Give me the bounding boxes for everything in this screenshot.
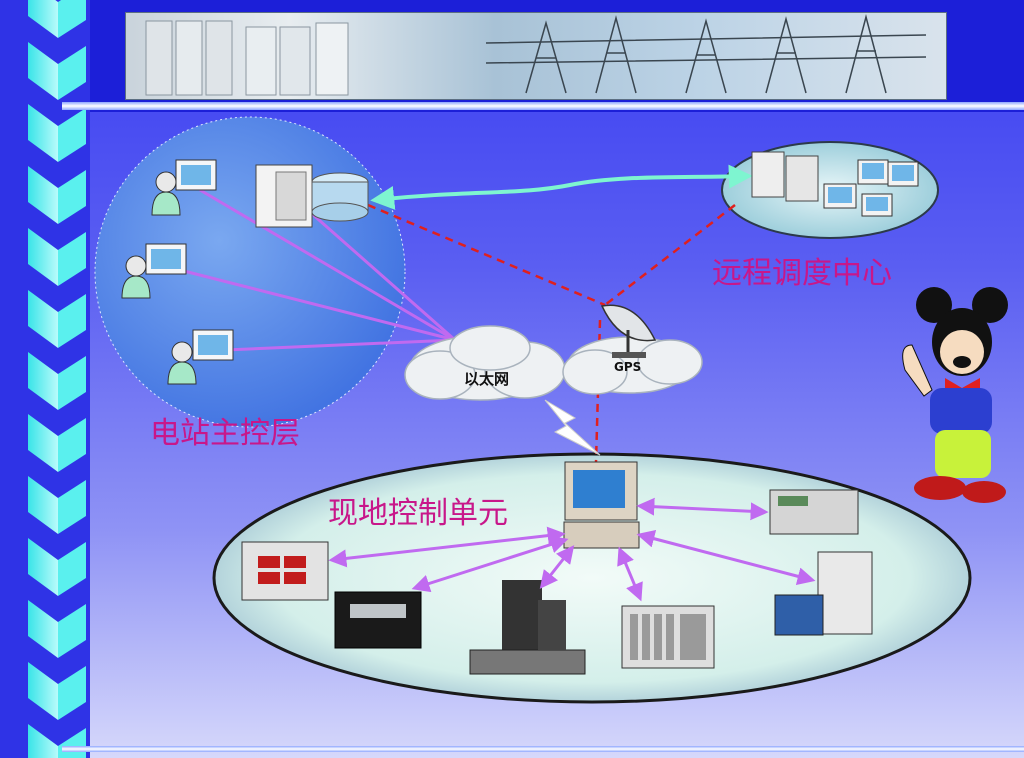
field-control-computer — [563, 461, 640, 549]
plc-rack-device — [621, 605, 715, 669]
remote-servers — [751, 151, 919, 217]
cartoon-mouse-mascot — [902, 287, 1008, 503]
remote-center-label: 远程调度中心 — [712, 256, 892, 291]
satellite-dish-icon — [600, 304, 657, 358]
lightning-bolt-icon — [544, 399, 601, 456]
field-unit-label: 现地控制单元 — [328, 496, 508, 531]
operator-workstation-3 — [167, 329, 234, 385]
station-layer-label: 电站主控层 — [150, 416, 300, 451]
ethernet-cloud — [404, 325, 566, 401]
remote-link — [370, 164, 753, 210]
gps-links — [367, 203, 736, 463]
gps-cloud — [562, 336, 703, 395]
database-icon — [311, 172, 369, 222]
protection-relay-device — [769, 489, 859, 535]
substation-banner-photo — [125, 12, 947, 100]
operator-workstation-1 — [151, 159, 217, 216]
station-server — [255, 164, 313, 228]
digital-controller-device — [334, 591, 422, 649]
left-ribbon-decor — [28, 0, 86, 758]
field-links — [328, 497, 816, 602]
footer-divider — [62, 746, 1024, 752]
operator-workstation-2 — [121, 243, 187, 299]
ethernet-label: 以太网 — [464, 370, 510, 388]
header-divider — [62, 102, 1024, 110]
excitation-cabinet-device — [774, 551, 873, 636]
gps-label: GPS — [614, 360, 642, 374]
power-meter-device — [241, 541, 329, 601]
